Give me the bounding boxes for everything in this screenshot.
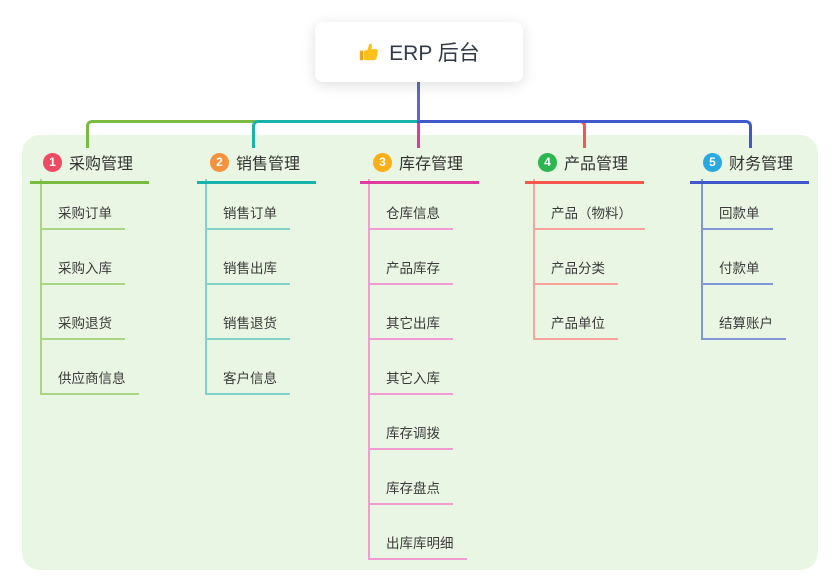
branch-label: 采购管理: [69, 156, 134, 173]
branch-connector: [417, 120, 420, 148]
branch-label: 产品管理: [564, 156, 629, 173]
branch-topic[interactable]: 3 库存管理: [360, 148, 480, 184]
child-topic[interactable]: 销售订单: [205, 202, 290, 230]
children-spine-line: [205, 179, 207, 395]
child-topic[interactable]: 出库库明细: [368, 532, 467, 560]
child-topic[interactable]: 其它入库: [368, 367, 453, 395]
children-spine-line: [40, 179, 42, 395]
child-topic[interactable]: 客户信息: [205, 367, 290, 395]
root-label: ERP 后台: [389, 42, 480, 65]
root-connector-line: [417, 80, 420, 121]
child-topic[interactable]: 回款单: [701, 202, 773, 230]
child-topic[interactable]: 付款单: [701, 257, 773, 285]
child-topic[interactable]: 库存调拨: [368, 422, 453, 450]
branch-connector: [417, 120, 752, 148]
branch-label: 库存管理: [399, 156, 464, 173]
branch-number-badge: 3: [373, 152, 392, 172]
thumbs-up-icon: [358, 41, 380, 63]
child-topic[interactable]: 销售退货: [205, 312, 290, 340]
child-topic[interactable]: 结算账户: [701, 312, 786, 340]
child-topic[interactable]: 其它出库: [368, 312, 453, 340]
child-topic[interactable]: 采购订单: [40, 202, 125, 230]
children-spine-line: [701, 179, 703, 340]
branch-topic[interactable]: 5 财务管理: [690, 148, 810, 184]
child-topic[interactable]: 库存盘点: [368, 477, 453, 505]
child-topic[interactable]: 产品（物料）: [533, 202, 645, 230]
child-topic[interactable]: 产品分类: [533, 257, 618, 285]
branch-number-badge: 1: [43, 152, 62, 172]
child-topic[interactable]: 供应商信息: [40, 367, 139, 395]
branch-label: 财务管理: [729, 156, 794, 173]
branch-number-badge: 2: [210, 152, 229, 172]
root-node[interactable]: ERP 后台: [315, 22, 523, 82]
children-spine-line: [368, 179, 370, 560]
child-topic[interactable]: 产品单位: [533, 312, 618, 340]
branch-topic[interactable]: 1 采购管理: [30, 148, 150, 184]
branch-connector: [252, 120, 420, 148]
branch-topic[interactable]: 4 产品管理: [525, 148, 645, 184]
branch-number-badge: 5: [703, 152, 722, 172]
children-spine-line: [533, 179, 535, 340]
child-topic[interactable]: 仓库信息: [368, 202, 453, 230]
child-topic[interactable]: 产品库存: [368, 257, 453, 285]
branches-panel: [22, 135, 818, 570]
branch-number-badge: 4: [538, 152, 557, 172]
branch-topic[interactable]: 2 销售管理: [197, 148, 317, 184]
branch-label: 销售管理: [236, 156, 301, 173]
child-topic[interactable]: 采购退货: [40, 312, 125, 340]
child-topic[interactable]: 采购入库: [40, 257, 125, 285]
child-topic[interactable]: 销售出库: [205, 257, 290, 285]
